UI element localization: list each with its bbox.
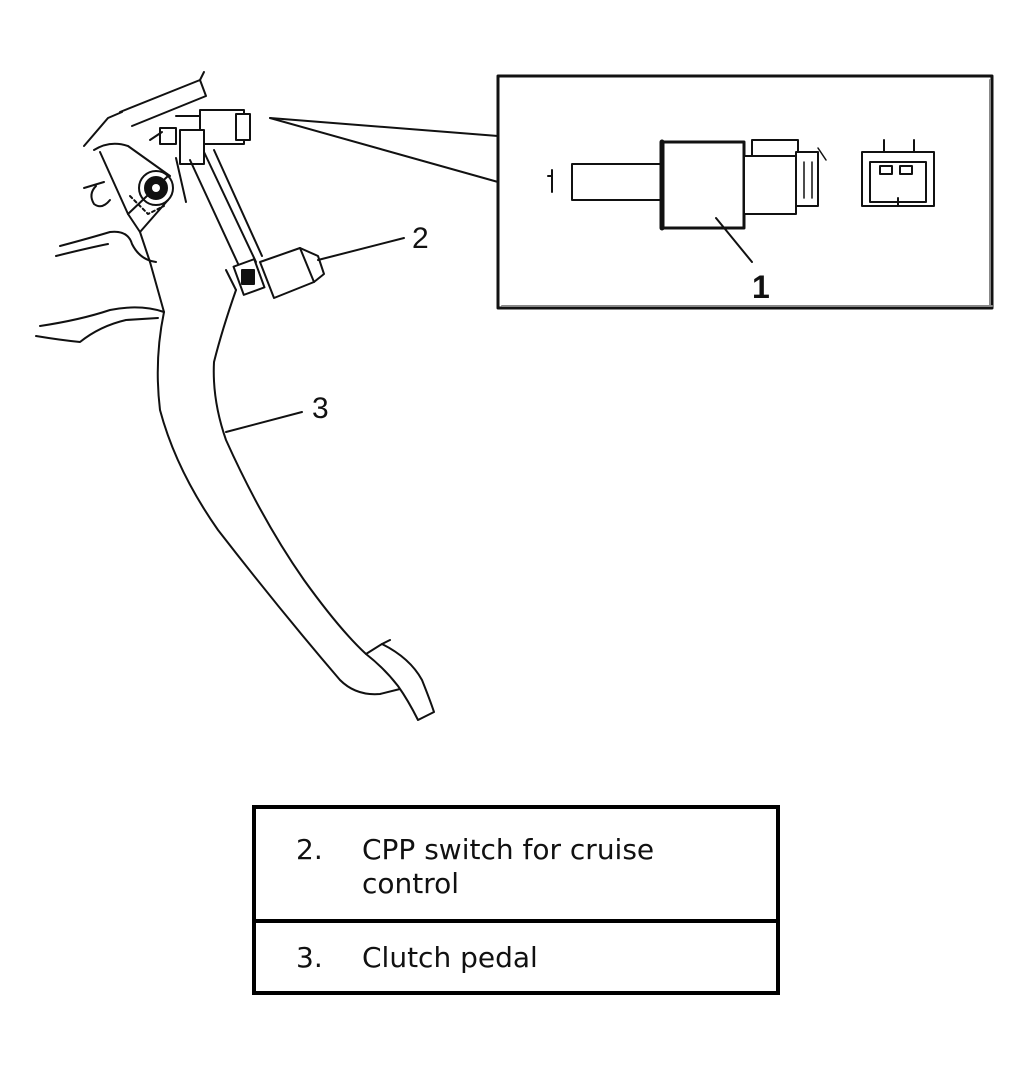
cpp-switch-cruise-control xyxy=(232,247,325,299)
zoom-line-bottom xyxy=(269,117,499,183)
leader-line-2 xyxy=(317,237,405,261)
push-rod xyxy=(189,149,263,269)
legend-number: 3. xyxy=(296,941,323,974)
switch-detail-inset xyxy=(496,74,994,310)
cpp-switch-on-pedal xyxy=(149,109,251,165)
pedal-bracket xyxy=(35,71,207,343)
legend-number: 2. xyxy=(296,833,323,866)
zoom-line-top xyxy=(269,117,499,137)
leader-line-3 xyxy=(225,411,303,433)
leader-line-1 xyxy=(715,217,753,263)
legend-description: CPP switch for cruise control xyxy=(362,833,655,900)
callout-1: 1 xyxy=(752,269,770,305)
callout-3: 3 xyxy=(312,392,329,425)
clutch-pedal-diagram: 1 2 3 xyxy=(35,71,994,721)
legend-description: Clutch pedal xyxy=(362,941,538,974)
pedal-pad xyxy=(365,639,435,721)
callout-2: 2 xyxy=(412,222,429,255)
legend-row: 3. Clutch pedal xyxy=(256,919,776,991)
legend-row: 2. CPP switch for cruise control xyxy=(256,809,776,919)
pedal-pivot xyxy=(129,170,174,215)
legend-table: 2. CPP switch for cruise control 3. Clut… xyxy=(252,805,780,995)
clutch-pedal-arm xyxy=(149,261,405,696)
